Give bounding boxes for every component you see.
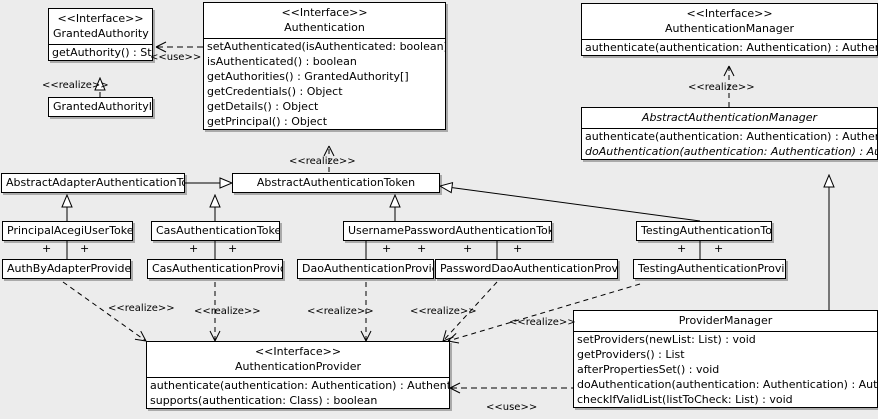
methods-compartment: authenticate(authentication: Authenticat… — [582, 40, 877, 55]
class-name: DaoAuthenticationProvider — [302, 262, 433, 275]
edge-label-realize-dao-provider: <<realize>> — [307, 306, 374, 317]
class-stereotype: <<Interface>> — [686, 7, 773, 20]
compartment-divider — [574, 331, 877, 332]
edge-label-realize-authbyadapter: <<realize>> — [108, 303, 175, 314]
multiplicity-plus-passworddao-left: + — [463, 242, 473, 255]
relationship-testing-token-generalization — [440, 186, 701, 222]
class-name: UsernamePasswordAuthenticationToken — [348, 224, 552, 237]
class-name: AuthenticationProvider — [234, 360, 362, 373]
multiplicity-plus-passworddao-right: + — [513, 242, 523, 255]
multiplicity-plus-cas-left: + — [189, 242, 199, 255]
multiplicity-plus-dao-left: + — [382, 242, 392, 255]
class-granted-authority[interactable]: <<Interface>> GrantedAuthority getAuthor… — [48, 8, 153, 61]
class-username-password-authentication-token[interactable]: UsernamePasswordAuthenticationToken — [343, 221, 552, 241]
method-get-authorities: getAuthorities() : GrantedAuthority[] — [207, 70, 409, 83]
edge-label-realize-testing-provider: <<realize>> — [509, 317, 576, 328]
method-authenticate: authenticate(authentication: Authenticat… — [585, 41, 877, 54]
method-do-authentication: doAuthentication(authentication: Authent… — [585, 145, 877, 158]
method-get-providers: getProviders() : List — [577, 348, 685, 361]
class-auth-by-adapter-provider[interactable]: AuthByAdapterProvider — [2, 259, 131, 279]
class-granted-authority-impl[interactable]: GrantedAuthorityImpl — [48, 97, 153, 117]
class-name: PasswordDaoAuthenticationProvider — [440, 262, 618, 275]
class-stereotype: <<Interface>> — [281, 6, 368, 19]
class-name: AbstractAdapterAuthenticationToken — [6, 176, 184, 189]
class-name: AbstractAuthenticationManager — [641, 111, 818, 124]
class-cas-authentication-token[interactable]: CasAuthenticationToken — [151, 221, 280, 241]
class-password-dao-authentication-provider[interactable]: PasswordDaoAuthenticationProvider — [435, 259, 618, 279]
method-supports: supports(authentication: Class) : boolea… — [150, 394, 378, 407]
class-abstract-authentication-manager[interactable]: AbstractAuthenticationManager authentica… — [581, 107, 878, 160]
compartment-divider — [147, 377, 449, 378]
method-after-properties-set: afterPropertiesSet() : void — [577, 363, 720, 376]
edge-label-realize-abstract-token: <<realize>> — [289, 156, 356, 167]
compartment-divider — [204, 38, 445, 39]
class-name: GrantedAuthority — [53, 27, 149, 40]
method-check-if-valid-list: checkIfValidList(listToCheck: List) : vo… — [577, 393, 793, 406]
class-name: CasAuthenticationProvider — [152, 262, 282, 275]
class-testing-authentication-token[interactable]: TestingAuthenticationToken — [636, 221, 772, 241]
methods-compartment: setAuthenticated(isAuthenticated: boolea… — [204, 39, 445, 129]
multiplicity-plus-principal-right: + — [80, 242, 90, 255]
method-get-authority: getAuthority() : String — [52, 46, 152, 59]
edge-label-use-authentication-provider: <<use>> — [486, 402, 538, 413]
method-get-details: getDetails() : Object — [207, 100, 319, 113]
class-name: Authentication — [284, 21, 365, 34]
edge-label-realize-granted-authority: <<realize>> — [42, 80, 109, 91]
method-authenticate: authenticate(authentication: Authenticat… — [150, 379, 450, 392]
multiplicity-plus-dao-right: + — [417, 242, 427, 255]
class-testing-authentication-provider[interactable]: TestingAuthenticationProvider — [633, 259, 786, 279]
edge-label-realize-cas-provider: <<realize>> — [194, 306, 261, 317]
compartment-divider — [582, 128, 877, 129]
class-abstract-adapter-authentication-token[interactable]: AbstractAdapterAuthenticationToken — [1, 173, 185, 193]
class-stereotype: <<Interface>> — [57, 12, 144, 25]
class-name: AuthenticationManager — [665, 22, 794, 35]
class-authentication-provider[interactable]: <<Interface>> AuthenticationProvider aut… — [146, 341, 450, 409]
method-set-authenticated: setAuthenticated(isAuthenticated: boolea… — [207, 40, 446, 53]
class-principal-acegi-user-token[interactable]: PrincipalAcegiUserToken — [2, 221, 133, 241]
method-is-authenticated: isAuthenticated() : boolean — [207, 55, 357, 68]
class-dao-authentication-provider[interactable]: DaoAuthenticationProvider — [297, 259, 434, 279]
class-authentication-manager[interactable]: <<Interface>> AuthenticationManager auth… — [581, 3, 878, 56]
methods-compartment: getAuthority() : String — [49, 45, 152, 60]
multiplicity-plus-testing-left: + — [677, 242, 687, 255]
class-abstract-authentication-token[interactable]: AbstractAuthenticationToken — [232, 173, 440, 193]
edge-label-realize-abstract-manager: <<realize>> — [688, 82, 755, 93]
class-provider-manager[interactable]: ProviderManager setProviders(newList: Li… — [573, 310, 878, 408]
edge-label-realize-passworddao-provider: <<realize>> — [410, 306, 477, 317]
compartment-divider — [582, 39, 877, 40]
method-set-providers: setProviders(newList: List) : void — [577, 333, 756, 346]
method-get-principal: getPrincipal() : Object — [207, 115, 328, 128]
class-name: GrantedAuthorityImpl — [53, 100, 152, 113]
method-get-credentials: getCredentials() : Object — [207, 85, 343, 98]
methods-compartment: authenticate(authentication: Authenticat… — [147, 378, 449, 408]
class-cas-authentication-provider[interactable]: CasAuthenticationProvider — [147, 259, 283, 279]
class-stereotype: <<Interface>> — [254, 345, 342, 358]
method-authenticate: authenticate(authentication: Authenticat… — [585, 130, 877, 143]
class-name: ProviderManager — [678, 314, 773, 327]
class-name: TestingAuthenticationProvider — [638, 262, 785, 275]
class-name: AuthByAdapterProvider — [7, 262, 131, 275]
class-name: CasAuthenticationToken — [156, 224, 280, 237]
methods-compartment: setProviders(newList: List) : void getPr… — [574, 332, 877, 407]
multiplicity-plus-cas-right: + — [228, 242, 238, 255]
methods-compartment: authenticate(authentication: Authenticat… — [582, 129, 877, 159]
multiplicity-plus-principal-left: + — [42, 242, 52, 255]
method-do-authentication: doAuthentication(authentication: Authent… — [577, 378, 878, 391]
edge-label-use-granted-authority: <<use>> — [150, 52, 202, 63]
multiplicity-plus-testing-right: + — [714, 242, 724, 255]
class-name: PrincipalAcegiUserToken — [7, 224, 133, 237]
compartment-divider — [49, 44, 152, 45]
class-authentication[interactable]: <<Interface>> Authentication setAuthenti… — [203, 2, 446, 130]
class-name: TestingAuthenticationToken — [641, 224, 772, 237]
class-name: AbstractAuthenticationToken — [256, 176, 416, 189]
